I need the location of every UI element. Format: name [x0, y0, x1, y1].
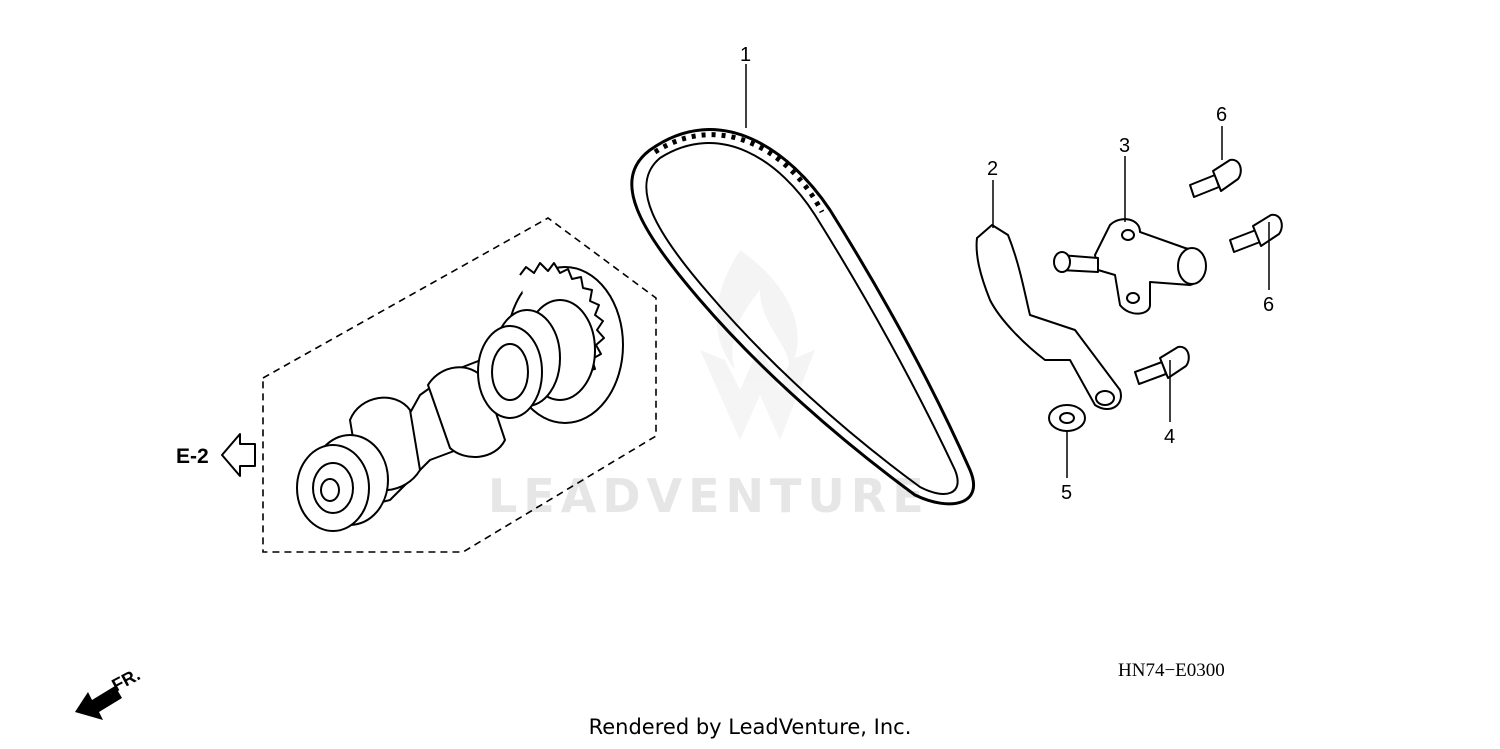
cam-bearing-left [296, 434, 389, 532]
leader-lines [745, 64, 1270, 478]
flange-bolt-6-upper [1189, 158, 1242, 198]
callout-1: 1 [740, 44, 751, 66]
camshaft-assembly-outline [262, 217, 657, 553]
callout-6-upper: 6 [1216, 104, 1227, 126]
callout-5: 5 [1061, 482, 1072, 504]
watermark-text: LEADVENTURE [488, 469, 930, 523]
camshaft [296, 262, 624, 532]
cam-bearing-right [477, 309, 561, 419]
tensioner-arm [975, 224, 1122, 410]
tensioner-lifter [1053, 218, 1207, 315]
front-arrow-icon [75, 686, 122, 720]
callout-6-lower: 6 [1263, 294, 1274, 316]
diagram-code: HN74−E0300 [1118, 660, 1225, 681]
callout-4: 4 [1164, 426, 1175, 448]
washer [1048, 404, 1086, 432]
reference-arrow-icon [221, 433, 256, 477]
tensioner-arm-pivot [1095, 390, 1115, 406]
callout-3: 3 [1119, 135, 1130, 157]
cam-chain [630, 128, 976, 506]
reference-label: E-2 [176, 445, 209, 468]
footer-rendered-by: Rendered by LeadVenture, Inc. [588, 715, 912, 739]
flange-bolt-6-lower [1229, 213, 1283, 253]
watermark-logo [700, 250, 815, 440]
callout-2: 2 [987, 158, 998, 180]
flange-bolt-4 [1134, 345, 1190, 385]
